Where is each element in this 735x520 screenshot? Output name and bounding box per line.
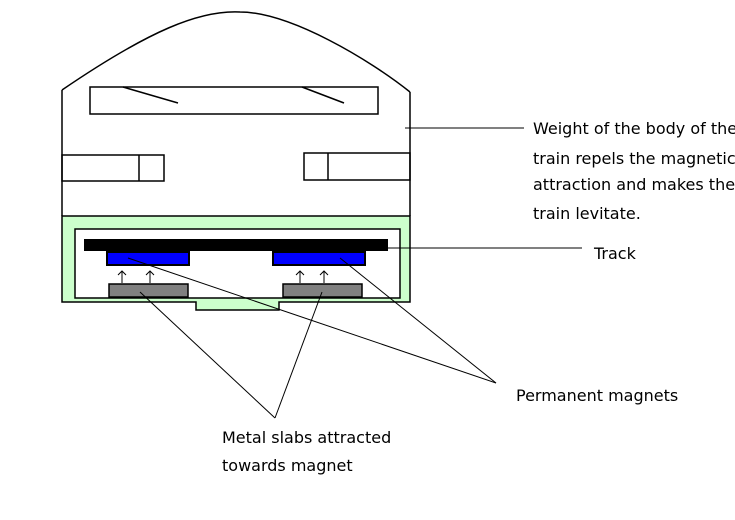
window-glare-left: [122, 86, 179, 104]
metal-slab-left: [108, 283, 189, 298]
train-roof: [61, 11, 411, 93]
label-weight-line1: Weight of the body of the: [533, 119, 735, 138]
label-weight-line4: train levitate.: [533, 204, 641, 223]
label-permanent-magnets: Permanent magnets: [516, 386, 678, 405]
track: [84, 239, 388, 251]
label-metal-slabs-line1: Metal slabs attracted: [222, 428, 391, 447]
leader-slab-left: [139, 291, 276, 419]
window-glare-right: [301, 86, 345, 104]
leader-slab-right: [274, 291, 323, 419]
attraction-arrows: [117, 270, 329, 283]
permanent-magnet-right: [272, 251, 366, 266]
leader-lines: [127, 127, 582, 419]
permanent-magnet-left: [106, 251, 190, 266]
train-door-left: [61, 154, 165, 182]
label-weight-line3: attraction and makes the: [533, 175, 735, 194]
leader-magnet-right: [339, 257, 497, 384]
label-weight-line2: train repels the magnetic: [533, 149, 735, 168]
label-track: Track: [593, 244, 637, 263]
train-door-right: [303, 152, 411, 181]
train-window-strip: [89, 86, 379, 115]
train-body: [61, 11, 411, 216]
leader-magnet-left: [127, 257, 497, 384]
label-metal-slabs-line2: towards magnet: [222, 456, 353, 475]
metal-slab-right: [282, 283, 363, 298]
